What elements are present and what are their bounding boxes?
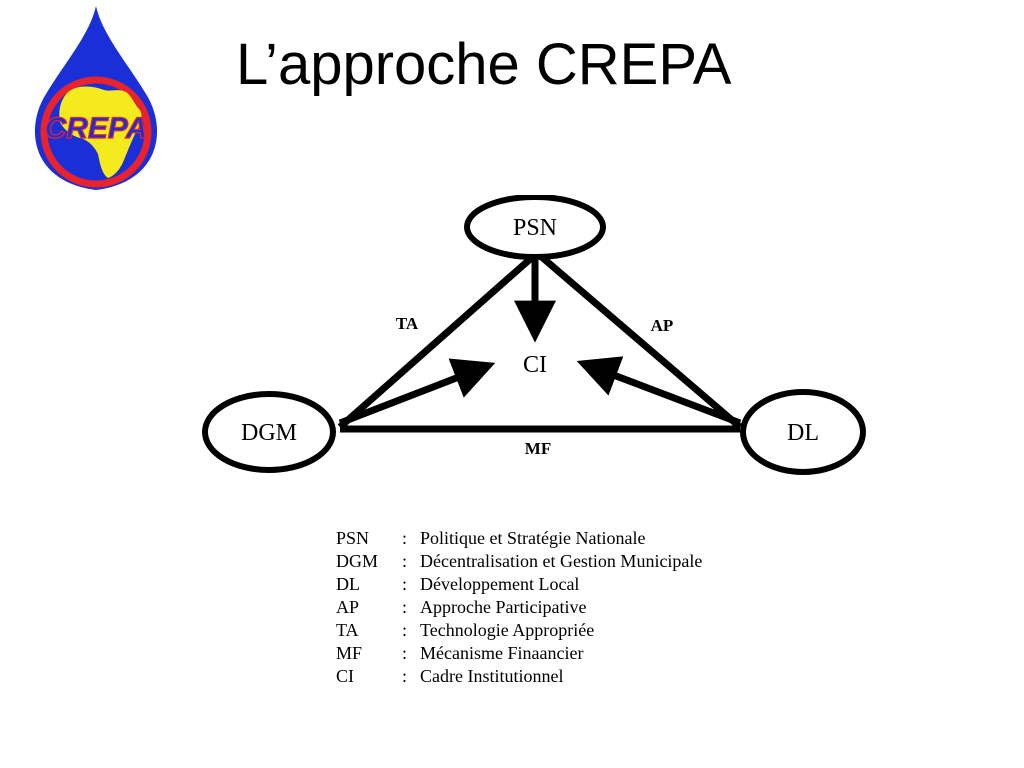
- legend-abbr: MF: [336, 643, 363, 663]
- legend-separator: :: [402, 597, 408, 617]
- red-ring: [40, 76, 152, 188]
- edge-ta-label: TA: [396, 314, 419, 333]
- logo-text: CREPA: [45, 112, 148, 145]
- node-dl-label: DL: [787, 420, 819, 446]
- legend-separator: :: [402, 551, 408, 571]
- legend-text: Approche Participative: [420, 597, 587, 617]
- node-dl-ellipse: [740, 389, 866, 475]
- legend-text: Politique et Stratégie Nationale: [420, 528, 646, 548]
- legend-separator: :: [402, 620, 408, 640]
- node-psn-ellipse: [464, 195, 606, 260]
- arrow-dgm-to-ci: [338, 358, 496, 427]
- africa-shape: [59, 86, 142, 178]
- legend-text: Décentralisation et Gestion Municipale: [420, 551, 703, 571]
- legend-item-dl: DL : Développement Local: [336, 573, 702, 596]
- legend-abbr: TA: [336, 620, 359, 640]
- legend-item-ap: AP : Approche Participative: [336, 596, 702, 619]
- legend-abbr: DGM: [336, 551, 379, 571]
- legend-text: Cadre Institutionnel: [420, 666, 564, 686]
- edge-ap-label: AP: [651, 316, 674, 335]
- node-psn-label: PSN: [513, 215, 557, 241]
- node-dgm-ellipse: [202, 391, 336, 473]
- legend-item-mf: MF : Mécanisme Finaancier: [336, 642, 702, 665]
- edge-mf-label: MF: [525, 439, 551, 458]
- legend-item-dgm: DGM : Décentralisation et Gestion Munici…: [336, 550, 702, 573]
- legend-item-ci: CI : Cadre Institutionnel: [336, 665, 702, 688]
- legend-abbr: CI: [336, 666, 354, 686]
- legend-separator: :: [402, 528, 408, 548]
- legend-item-ta: TA : Technologie Appropriée: [336, 619, 702, 642]
- legend-separator: :: [402, 574, 408, 594]
- legend-abbr: DL: [336, 574, 360, 594]
- legend-text: Mécanisme Finaancier: [420, 643, 584, 663]
- crepa-logo: CREPA: [34, 6, 158, 190]
- legend-separator: :: [402, 666, 408, 686]
- node-dgm-label: DGM: [241, 420, 297, 446]
- edge-ta: [337, 250, 540, 430]
- arrow-dl-to-ci: [576, 356, 742, 427]
- legend-item-psn: PSN : Politique et Stratégie Nationale: [336, 527, 702, 550]
- legend: PSN : Politique et Stratégie Nationale D…: [336, 527, 702, 688]
- edge-ap: [534, 250, 743, 430]
- legend-abbr: PSN: [336, 528, 370, 548]
- page-title: L’approche CREPA: [236, 32, 732, 97]
- legend-separator: :: [402, 643, 408, 663]
- legend-text: Développement Local: [420, 574, 580, 594]
- crepa-diagram: PSN DGM DL CI TA AP MF: [202, 195, 866, 475]
- legend-text: Technologie Appropriée: [420, 620, 595, 640]
- node-ci-label: CI: [523, 352, 547, 378]
- legend-abbr: AP: [336, 597, 360, 617]
